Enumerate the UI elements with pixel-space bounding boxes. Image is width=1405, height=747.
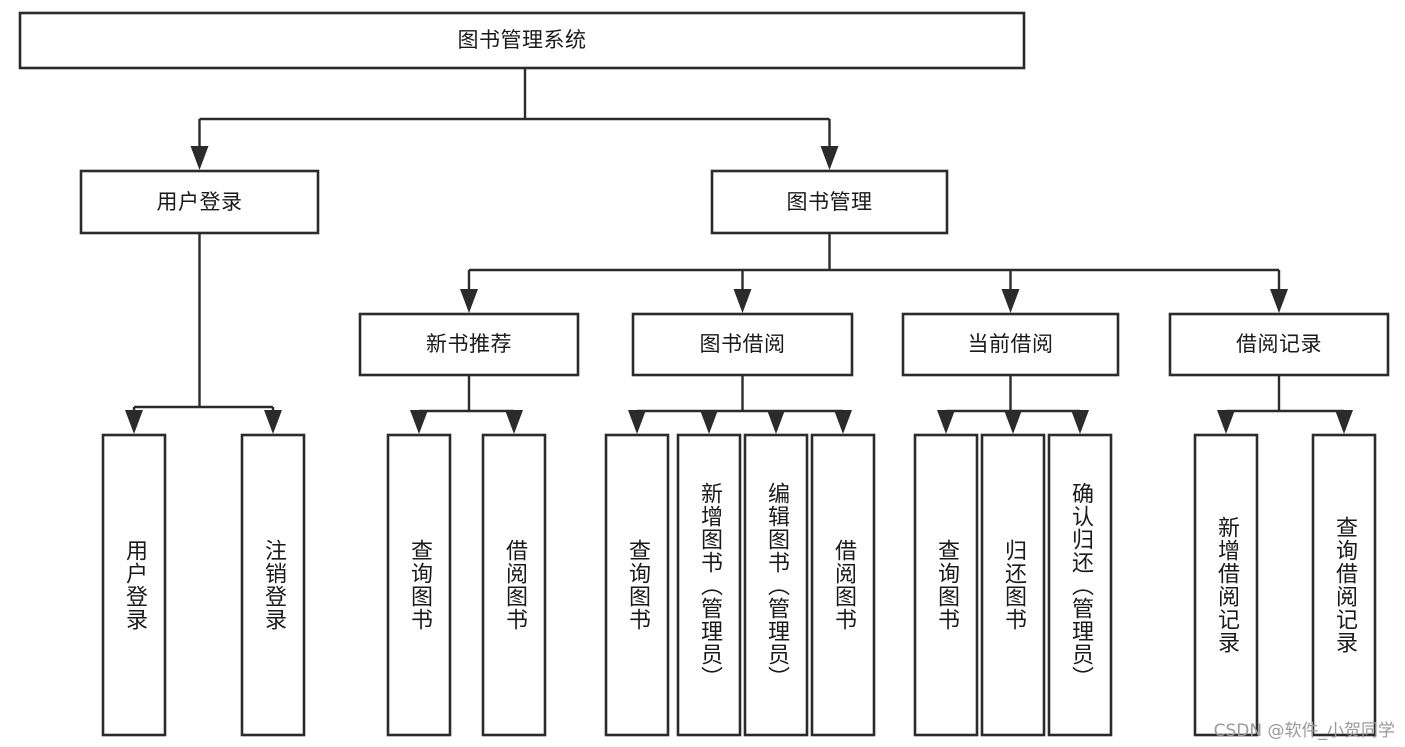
node-box-leaf-add-borrow-record[interactable] bbox=[1193, 433, 1259, 737]
arrow-head-icon bbox=[834, 410, 852, 434]
node-box-leaf-query-book-rec[interactable] bbox=[386, 433, 452, 737]
arrow-head-icon bbox=[1335, 410, 1353, 434]
node-box-leaf-add-book-admin[interactable] bbox=[676, 433, 742, 737]
node-box-leaf-borrow-book-rec[interactable] bbox=[481, 433, 547, 737]
arrow-head-icon bbox=[700, 410, 718, 434]
arrow-head-icon bbox=[125, 410, 143, 434]
arrow-head-icon bbox=[264, 410, 282, 434]
connector-layer bbox=[125, 68, 1353, 434]
arrow-head-icon bbox=[1071, 410, 1089, 434]
node-box-current-borrow[interactable] bbox=[901, 312, 1120, 377]
node-box-leaf-return-book[interactable] bbox=[980, 433, 1046, 737]
node-box-leaf-query-borrow-record[interactable] bbox=[1311, 433, 1377, 737]
node-box-borrow-record[interactable] bbox=[1168, 312, 1390, 377]
node-box-book-borrow[interactable] bbox=[631, 312, 854, 377]
arrow-head-icon bbox=[1270, 289, 1288, 313]
arrow-head-icon bbox=[1004, 410, 1022, 434]
arrow-head-icon bbox=[410, 410, 428, 434]
arrow-head-icon bbox=[767, 410, 785, 434]
node-box-leaf-user-logout[interactable] bbox=[240, 433, 306, 737]
node-box-new-book-recommend[interactable] bbox=[358, 312, 580, 377]
node-box-leaf-query-book-borrow[interactable] bbox=[604, 433, 670, 737]
arrow-head-icon bbox=[628, 410, 646, 434]
arrow-head-icon bbox=[190, 146, 209, 170]
arrow-head-icon bbox=[820, 146, 839, 170]
arrow-head-icon bbox=[1217, 410, 1235, 434]
node-box-root[interactable] bbox=[18, 11, 1026, 70]
node-box-book-management[interactable] bbox=[710, 169, 949, 235]
node-box-user-login[interactable] bbox=[79, 169, 320, 235]
watermark-text: CSDN @软件_小贺同学 bbox=[1213, 721, 1395, 741]
arrow-head-icon bbox=[1001, 289, 1020, 313]
node-box-leaf-borrow-book[interactable] bbox=[810, 433, 876, 737]
node-box-leaf-query-book-current[interactable] bbox=[913, 433, 979, 737]
node-box-leaf-edit-book-admin[interactable] bbox=[743, 433, 809, 737]
arrow-head-icon bbox=[937, 410, 955, 434]
arrow-head-icon bbox=[733, 289, 752, 313]
arrow-head-icon bbox=[460, 289, 478, 313]
arrow-head-icon bbox=[505, 410, 523, 434]
node-box-leaf-user-login[interactable] bbox=[101, 433, 167, 737]
node-box-leaf-confirm-return-admin[interactable] bbox=[1047, 433, 1113, 737]
node-box-layer bbox=[18, 11, 1390, 737]
